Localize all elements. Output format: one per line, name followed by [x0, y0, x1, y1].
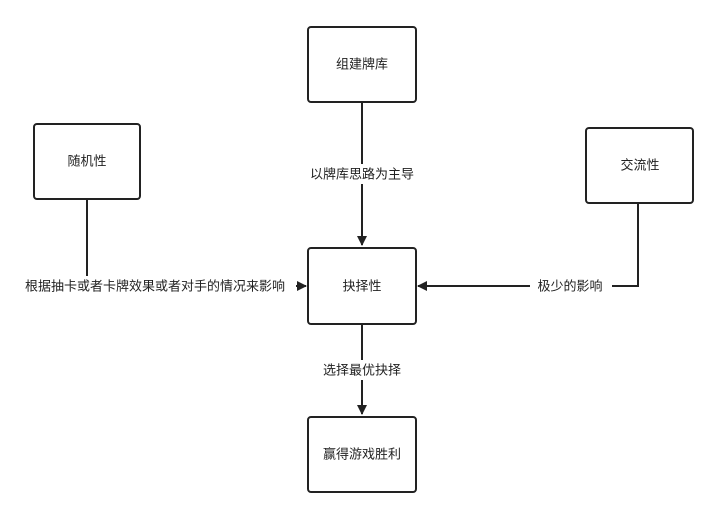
edge-label-bg — [303, 164, 421, 184]
edge-label-deck-to-choice: 以牌库思路为主导 — [310, 167, 414, 183]
edge-label-choice-to-win: 选择最优抉择 — [323, 364, 401, 379]
node-label-win: 赢得游戏胜利 — [323, 447, 401, 463]
node-interaction[interactable]: 交流性 — [585, 127, 694, 204]
node-win[interactable]: 赢得游戏胜利 — [307, 416, 417, 493]
edge-random-to-choice — [86, 199, 307, 291]
node-choice[interactable]: 抉择性 — [307, 247, 417, 325]
node-build-deck[interactable]: 组建牌库 — [307, 26, 417, 103]
node-label-interaction: 交流性 — [620, 158, 659, 174]
node-label-build-deck: 组建牌库 — [336, 57, 388, 73]
edge-label-bg — [530, 276, 612, 296]
edge-label-interaction-to-choice: 极少的影响 — [537, 279, 602, 295]
node-label-choice: 抉择性 — [342, 280, 381, 295]
node-randomness[interactable]: 随机性 — [33, 123, 141, 200]
edge-interaction-to-choice — [417, 203, 639, 291]
edge-label-random-to-choice: 根据抽卡或者卡牌效果或者对手的情况来影响 — [25, 279, 285, 295]
node-label-randomness: 随机性 — [67, 155, 106, 170]
edge-label-bg — [314, 360, 410, 380]
edge-label-bg — [14, 276, 296, 296]
